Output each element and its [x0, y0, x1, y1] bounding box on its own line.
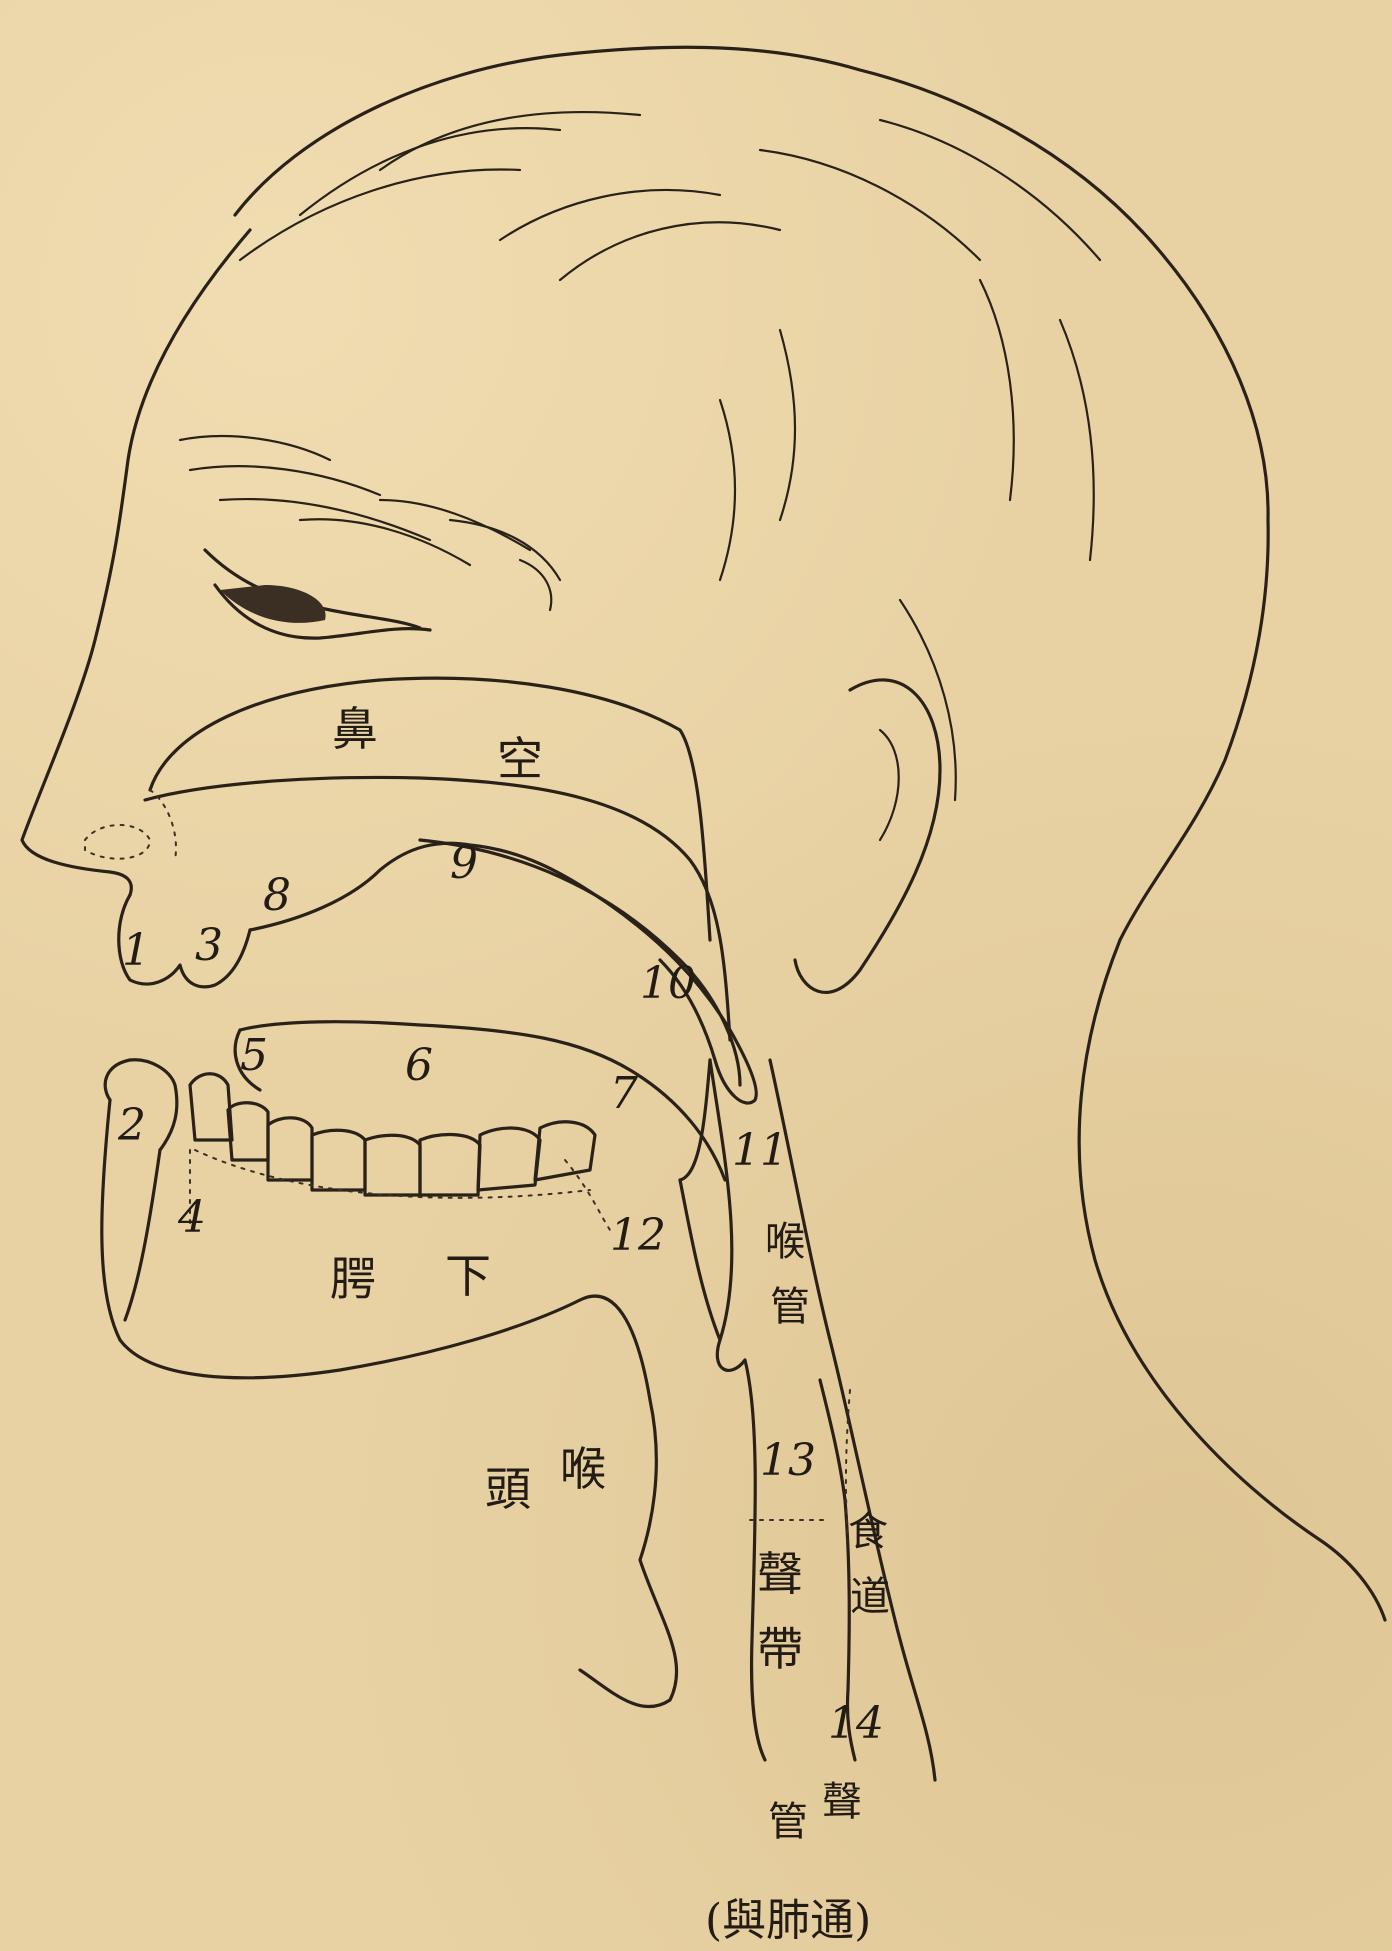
lower-teeth [190, 1074, 610, 1230]
lower-jaw-char-1: 下 [445, 1249, 491, 1303]
vocal-cords-char-2: 帶 [757, 1622, 803, 1676]
larynx-label: 喉 頭 [485, 1442, 606, 1516]
marker-4: 4 [177, 1192, 206, 1243]
marker-1: 1 [122, 925, 150, 976]
lower-jaw-char-2: 腭 [330, 1252, 376, 1306]
marker-labels: 1 2 3 4 5 6 7 8 9 10 11 12 13 14 [117, 838, 884, 1749]
esophagus-char-1: 食 [848, 1509, 888, 1555]
pharynx-char-1: 喉 [765, 1219, 805, 1265]
esophagus-char-2: 道 [850, 1574, 890, 1620]
marker-3: 3 [195, 920, 223, 971]
trachea-label: 聲 管 [768, 1779, 862, 1845]
caption: (與肺通) [705, 1895, 871, 1946]
marker-12: 12 [610, 1210, 666, 1261]
trachea-char-2: 管 [768, 1799, 808, 1845]
nasal-cavity-label: 鼻 空 [332, 702, 543, 786]
marker-14: 14 [828, 1698, 884, 1749]
pharynx-label: 喉 管 [765, 1219, 810, 1330]
vocal-cords-label: 聲 帶 [757, 1547, 803, 1676]
vocal-cords-char-1: 聲 [757, 1547, 803, 1601]
marker-10: 10 [640, 958, 696, 1009]
marker-8: 8 [263, 870, 291, 921]
pharynx-char-2: 管 [770, 1284, 810, 1330]
marker-5: 5 [240, 1030, 268, 1081]
larynx-char-2: 頭 [485, 1462, 531, 1516]
nasal-cavity-outline [85, 678, 730, 1040]
marker-13-trachea: 13 [760, 1435, 816, 1486]
larynx-char-1: 喉 [560, 1442, 606, 1496]
ear [795, 680, 940, 992]
head-outline [22, 47, 1385, 1706]
trachea-char-1: 聲 [822, 1779, 862, 1825]
nasal-cavity-char-2: 空 [497, 732, 543, 786]
eyebrow [180, 436, 560, 610]
marker-11: 11 [732, 1125, 788, 1176]
marker-9: 9 [450, 838, 478, 889]
marker-7: 7 [610, 1068, 638, 1119]
marker-6: 6 [405, 1040, 433, 1091]
eye [205, 550, 430, 638]
esophagus-label: 食 道 [848, 1509, 890, 1620]
marker-2: 2 [117, 1100, 146, 1151]
nasal-cavity-char-1: 鼻 [332, 702, 378, 756]
lower-jaw-label: 下 腭 [330, 1249, 491, 1306]
